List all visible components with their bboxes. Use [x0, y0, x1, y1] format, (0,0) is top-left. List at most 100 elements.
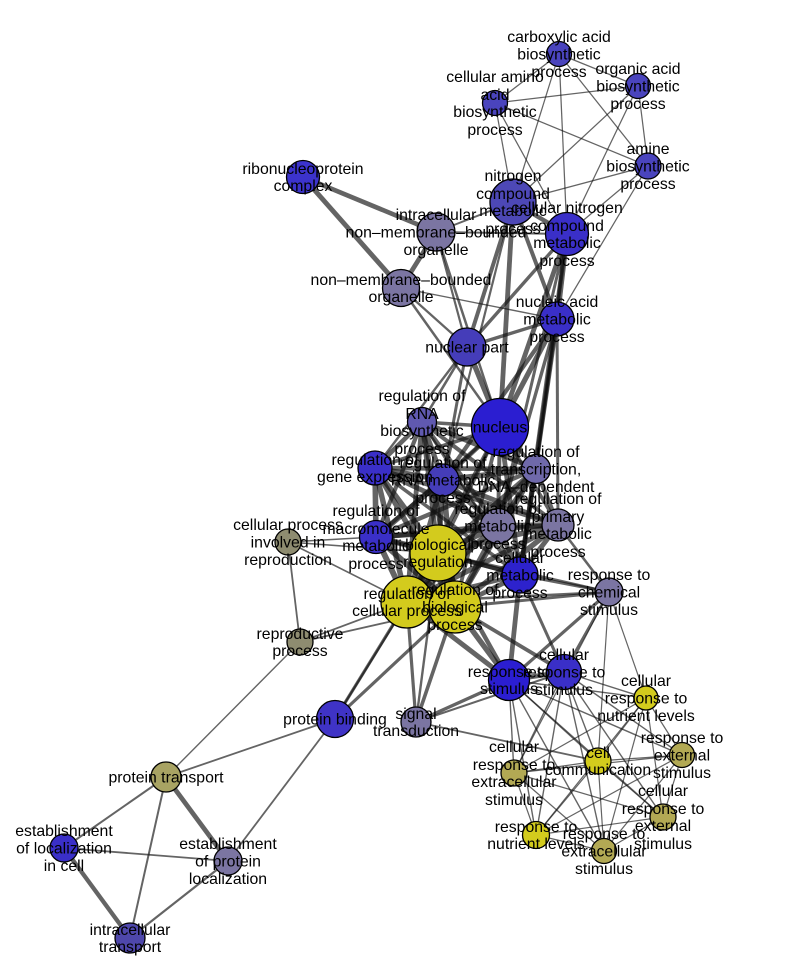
- svg-text:transcription,: transcription,: [491, 462, 581, 479]
- svg-text:extracellular: extracellular: [561, 844, 646, 861]
- svg-text:cellular amino: cellular amino: [446, 69, 544, 86]
- svg-text:biosynthetic: biosynthetic: [606, 159, 690, 176]
- svg-text:nucleus: nucleus: [473, 420, 528, 437]
- svg-text:external: external: [654, 748, 710, 765]
- svg-text:response to: response to: [468, 664, 551, 681]
- svg-text:process: process: [467, 122, 522, 139]
- svg-text:cellular process: cellular process: [233, 517, 343, 534]
- svg-text:cellular: cellular: [621, 673, 671, 690]
- svg-text:response to: response to: [568, 567, 651, 584]
- svg-text:regulation of: regulation of: [332, 452, 420, 469]
- svg-text:stimulus: stimulus: [634, 836, 692, 853]
- svg-text:regulation of: regulation of: [400, 455, 488, 472]
- svg-text:non–membrane–bounded: non–membrane–bounded: [346, 225, 527, 242]
- svg-text:non–membrane–bounded: non–membrane–bounded: [311, 272, 492, 289]
- svg-text:nitrogen: nitrogen: [484, 168, 541, 185]
- svg-text:RNA: RNA: [405, 406, 439, 423]
- svg-text:response to: response to: [563, 826, 646, 843]
- svg-text:process: process: [610, 96, 665, 113]
- svg-text:chemical: chemical: [578, 585, 640, 602]
- svg-text:stimulus: stimulus: [535, 682, 593, 699]
- svg-text:biosynthetic: biosynthetic: [380, 423, 464, 440]
- svg-text:process: process: [531, 64, 586, 81]
- svg-text:regulation of: regulation of: [364, 586, 452, 603]
- svg-text:biosynthetic: biosynthetic: [517, 47, 601, 64]
- svg-text:acid: acid: [481, 87, 510, 104]
- svg-text:protein binding: protein binding: [283, 712, 387, 729]
- svg-text:reproduction: reproduction: [244, 552, 332, 569]
- svg-text:metabolic: metabolic: [524, 526, 592, 543]
- svg-text:metabolic: metabolic: [523, 312, 591, 329]
- svg-text:nutrient levels: nutrient levels: [597, 708, 695, 725]
- svg-text:regulation of: regulation of: [379, 388, 467, 405]
- svg-text:process: process: [485, 221, 540, 238]
- svg-text:compound: compound: [476, 186, 550, 203]
- svg-text:stimulus: stimulus: [653, 765, 711, 782]
- svg-text:DNA–dependent: DNA–dependent: [478, 479, 595, 496]
- svg-text:biological: biological: [422, 600, 488, 617]
- svg-text:metabolic: metabolic: [464, 519, 532, 536]
- svg-text:cellular: cellular: [638, 783, 688, 800]
- svg-text:organic acid: organic acid: [595, 61, 680, 78]
- svg-text:establishment: establishment: [179, 836, 277, 853]
- svg-text:biosynthetic: biosynthetic: [453, 104, 537, 121]
- svg-text:external: external: [635, 818, 691, 835]
- svg-text:transduction: transduction: [373, 723, 459, 740]
- svg-text:complex: complex: [274, 178, 333, 195]
- svg-text:transport: transport: [99, 939, 162, 956]
- svg-text:response to: response to: [641, 730, 724, 747]
- svg-text:response to: response to: [523, 665, 606, 682]
- svg-text:process: process: [620, 176, 675, 193]
- svg-text:cellular: cellular: [539, 647, 589, 664]
- svg-text:process: process: [470, 536, 525, 553]
- svg-text:gene expression: gene expression: [317, 469, 433, 486]
- svg-text:stimulus: stimulus: [485, 792, 543, 809]
- svg-text:involved in: involved in: [251, 535, 326, 552]
- svg-text:primary: primary: [532, 509, 585, 526]
- svg-text:metabolic: metabolic: [479, 203, 547, 220]
- svg-text:amine: amine: [626, 141, 669, 158]
- svg-text:intracellular: intracellular: [396, 207, 477, 224]
- svg-text:cellular process: cellular process: [352, 603, 462, 620]
- svg-text:regulation of: regulation of: [515, 491, 603, 508]
- svg-text:carboxylic acid: carboxylic acid: [507, 29, 611, 46]
- svg-text:communication: communication: [545, 762, 651, 779]
- svg-text:stimulus: stimulus: [575, 861, 633, 878]
- svg-text:process: process: [394, 441, 449, 458]
- svg-text:localization: localization: [189, 871, 267, 888]
- svg-text:regulation of: regulation of: [412, 582, 500, 599]
- svg-text:process: process: [415, 490, 470, 507]
- svg-text:response to: response to: [622, 801, 705, 818]
- svg-text:process: process: [492, 585, 547, 602]
- svg-text:in cell: in cell: [44, 858, 84, 875]
- svg-text:extracellular: extracellular: [471, 774, 556, 791]
- svg-text:ribonucleoprotein: ribonucleoprotein: [242, 161, 363, 178]
- svg-text:biological: biological: [405, 537, 471, 554]
- svg-text:cellular: cellular: [489, 739, 539, 756]
- svg-text:compound: compound: [530, 218, 604, 235]
- svg-text:macromolecule: macromolecule: [322, 521, 429, 538]
- svg-text:regulation: regulation: [403, 554, 472, 571]
- svg-text:process: process: [539, 253, 594, 270]
- svg-text:metabolic: metabolic: [486, 568, 554, 585]
- svg-text:process: process: [427, 617, 482, 634]
- svg-text:process: process: [530, 544, 585, 561]
- svg-text:process: process: [348, 556, 403, 573]
- svg-text:cellular: cellular: [495, 550, 545, 567]
- svg-text:establishment: establishment: [15, 823, 113, 840]
- svg-text:metabolic: metabolic: [533, 235, 601, 252]
- svg-text:signal: signal: [395, 706, 436, 723]
- svg-text:process: process: [529, 329, 584, 346]
- svg-text:of localization: of localization: [16, 841, 112, 858]
- svg-text:biosynthetic: biosynthetic: [596, 79, 680, 96]
- svg-text:stimulus: stimulus: [480, 681, 538, 698]
- svg-text:organelle: organelle: [369, 289, 434, 306]
- svg-text:intracellular: intracellular: [90, 922, 171, 939]
- svg-text:regulation of: regulation of: [493, 444, 581, 461]
- svg-text:metabolic: metabolic: [342, 538, 410, 555]
- svg-text:nutrient levels: nutrient levels: [487, 836, 585, 853]
- svg-text:reproductive: reproductive: [257, 626, 344, 643]
- svg-text:stimulus: stimulus: [580, 602, 638, 619]
- svg-text:regulation of: regulation of: [455, 501, 543, 518]
- svg-text:response to: response to: [605, 691, 688, 708]
